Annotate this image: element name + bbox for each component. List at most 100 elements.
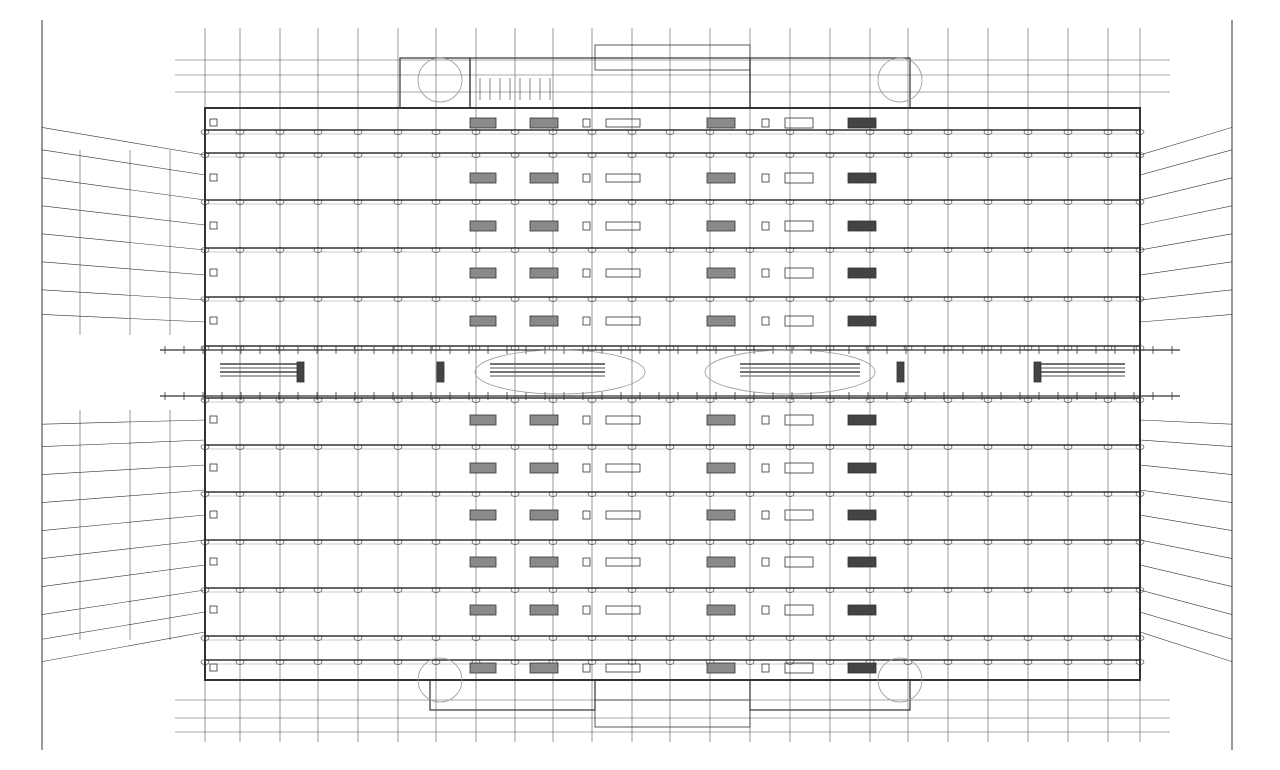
column-marker — [200, 152, 210, 158]
column-marker — [865, 444, 875, 450]
column-marker — [548, 129, 558, 135]
approach-track-line — [1139, 464, 1233, 475]
column-marker — [200, 491, 210, 497]
column-marker — [313, 659, 323, 665]
column-marker — [471, 539, 481, 545]
stair-block — [847, 414, 877, 426]
platform-lift — [761, 463, 770, 473]
column-marker — [825, 444, 835, 450]
column-marker — [865, 152, 875, 158]
top-station-wing — [749, 57, 911, 109]
stair-block — [847, 556, 877, 568]
platform-lift — [209, 663, 218, 672]
column-marker — [665, 539, 675, 545]
stair-block — [784, 604, 814, 616]
column-marker — [865, 539, 875, 545]
column-marker — [1023, 199, 1033, 205]
approach-track-line — [1139, 631, 1233, 662]
platform-lift — [582, 173, 591, 183]
column-marker — [785, 247, 795, 253]
column-marker — [983, 296, 993, 302]
column-marker — [785, 539, 795, 545]
stair-block — [847, 220, 877, 232]
platform-lift — [209, 415, 218, 424]
column-marker — [471, 152, 481, 158]
stair-block — [469, 604, 497, 616]
column-marker — [200, 397, 210, 403]
column-marker — [1135, 539, 1145, 545]
column-marker — [587, 247, 597, 253]
column-marker — [903, 587, 913, 593]
platform-lift — [582, 118, 591, 128]
column-marker — [275, 635, 285, 641]
column-marker — [705, 129, 715, 135]
approach-track-line — [1139, 205, 1233, 226]
column-marker — [1135, 397, 1145, 403]
stair-block — [847, 604, 877, 616]
stair-block — [469, 462, 497, 474]
platform-lift — [209, 510, 218, 519]
column-marker — [200, 444, 210, 450]
platform-lift — [582, 663, 591, 673]
column-marker — [353, 397, 363, 403]
platform-lift — [761, 221, 770, 231]
column-marker — [393, 491, 403, 497]
column-marker — [548, 152, 558, 158]
column-marker — [353, 129, 363, 135]
column-marker — [903, 129, 913, 135]
column-marker — [665, 152, 675, 158]
column-marker — [745, 539, 755, 545]
approach-track-line — [41, 489, 206, 503]
stair-block — [706, 315, 736, 327]
column-marker — [665, 199, 675, 205]
platform-kiosk — [605, 118, 641, 128]
column-marker — [235, 296, 245, 302]
corner-ramp — [417, 57, 463, 103]
column-marker — [1063, 152, 1073, 158]
stair-block — [784, 117, 814, 129]
approach-track-line — [41, 464, 206, 475]
column-marker — [313, 296, 323, 302]
column-marker — [275, 152, 285, 158]
column-marker — [510, 296, 520, 302]
column-marker — [587, 296, 597, 302]
platform-lift — [761, 268, 770, 278]
column-marker — [785, 491, 795, 497]
column-marker — [943, 199, 953, 205]
corner-ramp — [877, 657, 923, 703]
platform-lift — [582, 510, 591, 520]
column-marker — [393, 247, 403, 253]
column-marker — [200, 199, 210, 205]
stair-block — [529, 462, 559, 474]
column-marker — [665, 247, 675, 253]
approach-track-line — [1139, 589, 1233, 615]
column-marker — [865, 199, 875, 205]
column-marker — [393, 296, 403, 302]
column-marker — [1135, 152, 1145, 158]
column-marker — [745, 247, 755, 253]
platform-lift — [761, 557, 770, 567]
approach-track-line — [1139, 127, 1233, 156]
column-marker — [627, 587, 637, 593]
column-marker — [705, 539, 715, 545]
stair-block — [529, 117, 559, 129]
column-marker — [865, 129, 875, 135]
column-marker — [200, 247, 210, 253]
column-marker — [825, 247, 835, 253]
column-marker — [983, 635, 993, 641]
column-marker — [903, 296, 913, 302]
stair-block — [847, 509, 877, 521]
stair-block — [784, 267, 814, 279]
column-marker — [627, 659, 637, 665]
column-marker — [510, 129, 520, 135]
column-marker — [943, 587, 953, 593]
column-marker — [627, 635, 637, 641]
approach-track-line — [1139, 539, 1233, 559]
column-marker — [627, 444, 637, 450]
column-marker — [983, 129, 993, 135]
column-marker — [785, 397, 795, 403]
column-marker — [903, 635, 913, 641]
column-marker — [353, 587, 363, 593]
column-marker — [313, 247, 323, 253]
stair-block — [469, 414, 497, 426]
